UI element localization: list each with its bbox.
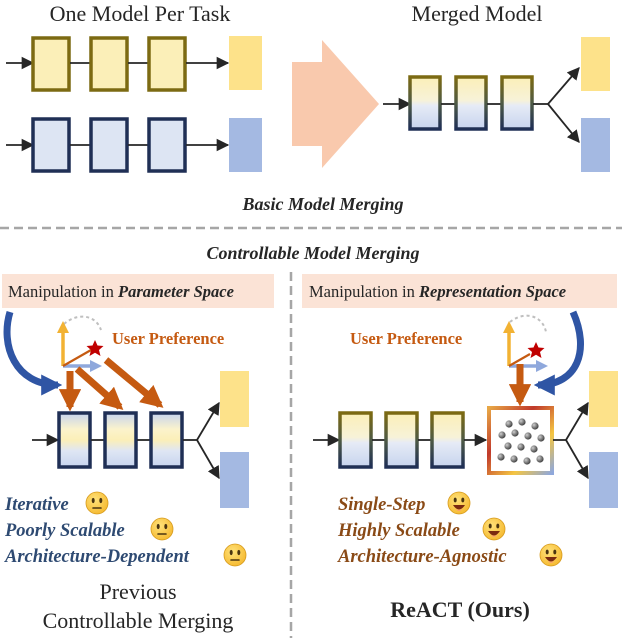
representation-dots xyxy=(497,418,545,465)
merged-yellow-output xyxy=(581,37,610,91)
yellow-output xyxy=(229,36,262,90)
grinning-face-icon xyxy=(482,517,506,541)
left-preference-vector xyxy=(57,315,104,372)
left-title-line2: Controllable Merging xyxy=(43,608,234,633)
left-title-line1: Previous xyxy=(100,579,177,604)
left-curved-arrow xyxy=(3,310,63,396)
merge-big-arrow xyxy=(292,40,379,168)
right-property-architecture-agnostic: Architecture-Agnostic xyxy=(337,547,507,567)
merged-blue-output xyxy=(581,118,610,172)
right-curved-arrow xyxy=(533,310,584,396)
blue-model-row xyxy=(6,117,262,173)
right-manipulation-box xyxy=(302,274,617,308)
left-property-architecture-dependent: Architecture-Dependent xyxy=(4,547,190,567)
left-blue-output xyxy=(220,452,249,508)
left-user-preference: User Preference xyxy=(112,329,224,348)
right-blue-output xyxy=(589,452,618,508)
blue-output xyxy=(229,118,262,172)
right-manipulation-label: Manipulation in Representation Space xyxy=(309,282,566,301)
left-controllable-model xyxy=(32,371,249,508)
right-preference-vector xyxy=(503,314,548,407)
right-yellow-output xyxy=(589,371,618,427)
controllable-merging-caption: Controllable Model Merging xyxy=(206,243,419,263)
left-property-poorly-scalable: Poorly Scalable xyxy=(4,521,125,541)
yellow-model-row xyxy=(6,36,262,92)
left-property-iterative: Iterative xyxy=(4,495,69,515)
neutral-face-icon xyxy=(150,517,174,541)
neutral-face-icon xyxy=(85,491,109,515)
right-title: ReACT (Ours) xyxy=(390,597,530,622)
neutral-face-icon xyxy=(223,543,247,567)
top-right-title: Merged Model xyxy=(412,1,543,26)
merged-model xyxy=(383,37,610,172)
right-user-preference: User Preference xyxy=(350,329,462,348)
right-property-highly-scalable: Highly Scalable xyxy=(337,521,460,541)
left-star-icon xyxy=(86,340,104,356)
basic-merging-caption: Basic Model Merging xyxy=(241,194,403,214)
left-manipulation-box xyxy=(2,274,274,308)
right-property-single-step: Single-Step xyxy=(338,495,425,515)
left-orange-arrows xyxy=(58,357,164,412)
grinning-face-icon xyxy=(539,543,563,567)
left-manipulation-label: Manipulation in Parameter Space xyxy=(8,282,234,301)
top-left-title: One Model Per Task xyxy=(50,1,231,26)
grinning-face-icon xyxy=(447,491,471,515)
right-star-icon xyxy=(527,342,545,358)
right-model xyxy=(313,371,618,508)
left-yellow-output xyxy=(220,371,249,427)
